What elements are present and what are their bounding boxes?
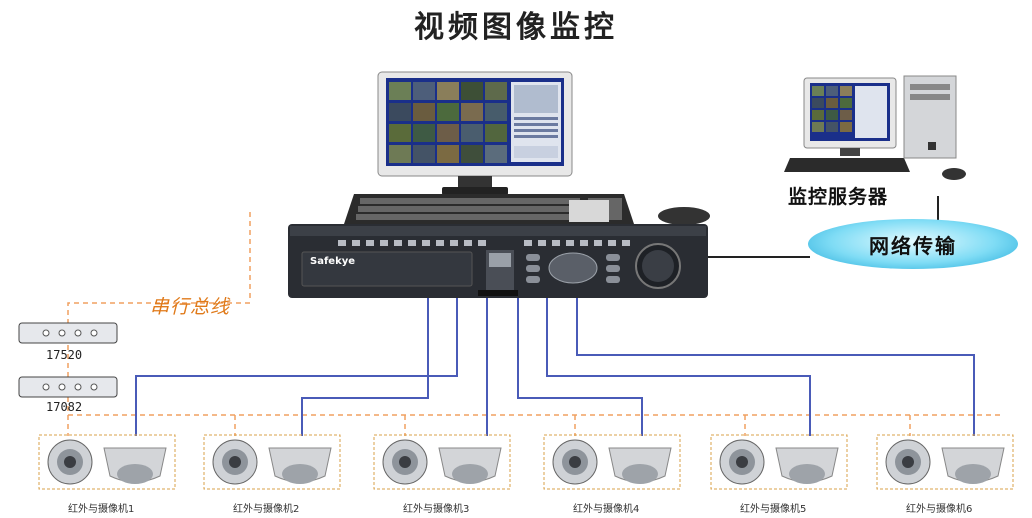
camera-unit-2: [203, 434, 343, 496]
network-transmission: 网络传输: [808, 219, 1018, 269]
camera-graphic: [876, 434, 1016, 492]
camera-unit-6: [876, 434, 1016, 496]
device-label-1: 17520: [46, 348, 82, 362]
camera-graphic: [373, 434, 513, 492]
device-box-2: [18, 376, 120, 400]
camera-graphic: [38, 434, 178, 492]
monitoring-server: [782, 74, 968, 186]
dvr-brand: Safekye: [310, 256, 355, 267]
camera-graphic: [710, 434, 850, 492]
camera-unit-3: [373, 434, 513, 496]
camera-unit-4: [543, 434, 683, 496]
camera-label-3: 红外与摄像机3: [403, 500, 469, 515]
camera-label-2: 红外与摄像机2: [233, 500, 299, 515]
server-mouse: [942, 168, 966, 180]
camera-label-6: 红外与摄像机6: [906, 500, 972, 515]
monitor: [370, 70, 580, 198]
camera-unit-5: [710, 434, 850, 496]
serial-bus-label: 串行总线: [150, 292, 230, 319]
network-label: 网络传输: [869, 230, 957, 259]
camera-graphic: [203, 434, 343, 492]
server-label: 监控服务器: [788, 182, 888, 209]
camera-label-5: 红外与摄像机5: [740, 500, 806, 515]
device-box-1: [18, 322, 120, 346]
device-label-2: 17082: [46, 400, 82, 414]
dvr-recorder: Safekye: [288, 224, 710, 300]
camera-unit-1: [38, 434, 178, 496]
camera-label-4: 红外与摄像机4: [573, 500, 639, 515]
camera-graphic: [543, 434, 683, 492]
mouse: [658, 207, 710, 225]
keyboard: [336, 192, 716, 228]
camera-label-1: 红外与摄像机1: [68, 500, 134, 515]
